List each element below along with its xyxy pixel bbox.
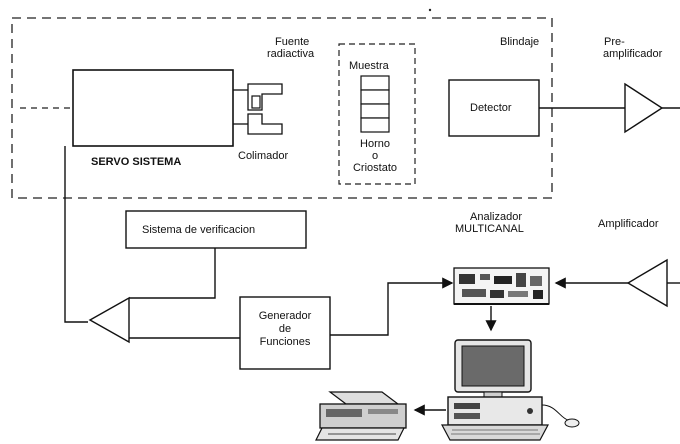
computer-icon [441, 339, 580, 441]
label-detector: Detector [470, 102, 512, 114]
label-analizador: Analizador [470, 211, 522, 223]
servo-feedback-loop [64, 146, 88, 323]
label-servo-sistema: SERVO SISTEMA [91, 156, 182, 168]
label-criostato: Criostato [352, 162, 398, 174]
label-preamplificador: amplificador [603, 48, 663, 60]
sample-cell-3 [360, 103, 390, 119]
label-blindaje: Blindaje [500, 36, 540, 48]
sample-cell-2 [360, 89, 390, 105]
label-radiactiva: radiactiva [267, 48, 315, 60]
label-muestra: Muestra [349, 60, 389, 72]
sample-cell-4 [360, 117, 390, 133]
shielding-boundary [11, 17, 553, 199]
label-amplificador: Amplificador [598, 218, 659, 230]
source-pellet [251, 95, 261, 109]
sample-cell-1 [360, 75, 390, 91]
label-colimador: Colimador [238, 150, 289, 162]
analyzer-card-icon [453, 267, 550, 305]
label-sistema-verificacion: Sistema de verificacion [142, 224, 256, 236]
label-multicanal: MULTICANAL [455, 223, 524, 235]
label-o: o [371, 150, 379, 162]
label-generador: Generador [258, 310, 312, 322]
oven-cryostat-box [338, 43, 416, 185]
label-de: de [278, 323, 292, 335]
function-generator-box [239, 296, 331, 370]
stray-dot [428, 8, 432, 12]
verification-feedback [129, 248, 216, 299]
amplifier-triangle [626, 258, 668, 308]
collimator-shape [247, 113, 283, 135]
verification-system-box [125, 210, 307, 249]
feedback-amp-triangle [88, 296, 130, 344]
printer-icon [315, 391, 407, 441]
label-horno: Horno [360, 138, 390, 150]
servo-system-box [72, 69, 234, 147]
label-funciones: Funciones [259, 336, 311, 348]
label-fuente: Fuente [275, 36, 310, 48]
generator-to-analyzer [330, 277, 454, 336]
label-pre: Pre- [604, 36, 625, 48]
preamplifier-triangle [624, 82, 664, 134]
